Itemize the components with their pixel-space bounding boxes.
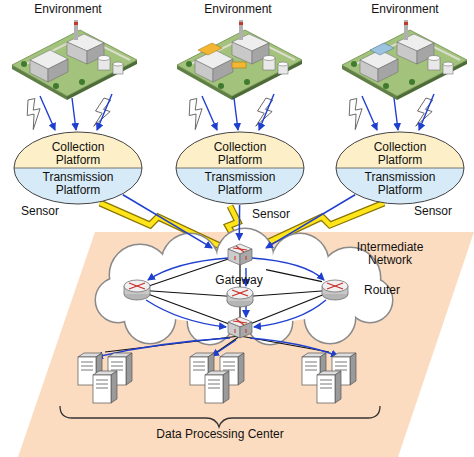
text-label: Sensor (408, 205, 458, 218)
ellipse-outline (336, 132, 464, 204)
factory-accent (232, 62, 246, 68)
connector (123, 195, 212, 248)
divider-line (14, 168, 142, 169)
text-label: Environment (28, 3, 108, 16)
text-label: Environment (198, 3, 278, 16)
lower-half (176, 168, 304, 204)
connector (239, 205, 241, 240)
sensing-links (186, 94, 275, 130)
node-text: Transmission Platform (38, 171, 118, 197)
connector (266, 195, 355, 248)
node-text: Router (362, 284, 402, 297)
divider-line (336, 168, 464, 169)
upper-half (14, 132, 142, 168)
node-text: Transmission Platform (200, 171, 280, 197)
node-text: Collection Platform (38, 141, 118, 167)
upper-half (176, 132, 304, 168)
factory-accent (370, 43, 394, 55)
network-band: Intermediate NetworkGatewayRouter (0, 232, 474, 457)
ellipse-outline (176, 132, 304, 204)
node-text: Gateway (212, 274, 266, 287)
band-fill (18, 232, 474, 457)
upper-half (336, 132, 464, 168)
platform-ellipse: Collection PlatformTransmission Platform (13, 131, 143, 205)
ellipse-outline (14, 132, 142, 204)
platform-ellipse: Collection PlatformTransmission Platform (175, 131, 305, 205)
sensing-links (346, 94, 435, 130)
text-label: Environment (365, 3, 445, 16)
factory-drawing (342, 20, 467, 100)
node-text: Collection Platform (200, 141, 280, 167)
divider-line (176, 168, 304, 169)
factory-accent (198, 43, 222, 55)
sensing-links (24, 94, 113, 130)
factory-drawing (177, 20, 302, 100)
node-text: Intermediate Network (345, 241, 435, 267)
text-label: Sensor (246, 208, 296, 221)
text-label: Data Processing Center (140, 428, 300, 441)
node-text: Transmission Platform (360, 171, 440, 197)
gateway-node: Gateway (212, 240, 266, 288)
factory-drawing (12, 20, 137, 100)
connector (266, 270, 322, 282)
lower-half (14, 168, 142, 204)
lower-half (336, 168, 464, 204)
router-node: Router (322, 278, 402, 302)
platform-ellipse: Collection PlatformTransmission Platform (335, 131, 465, 205)
text-label: Sensor (15, 205, 65, 218)
node-text: Collection Platform (360, 141, 440, 167)
